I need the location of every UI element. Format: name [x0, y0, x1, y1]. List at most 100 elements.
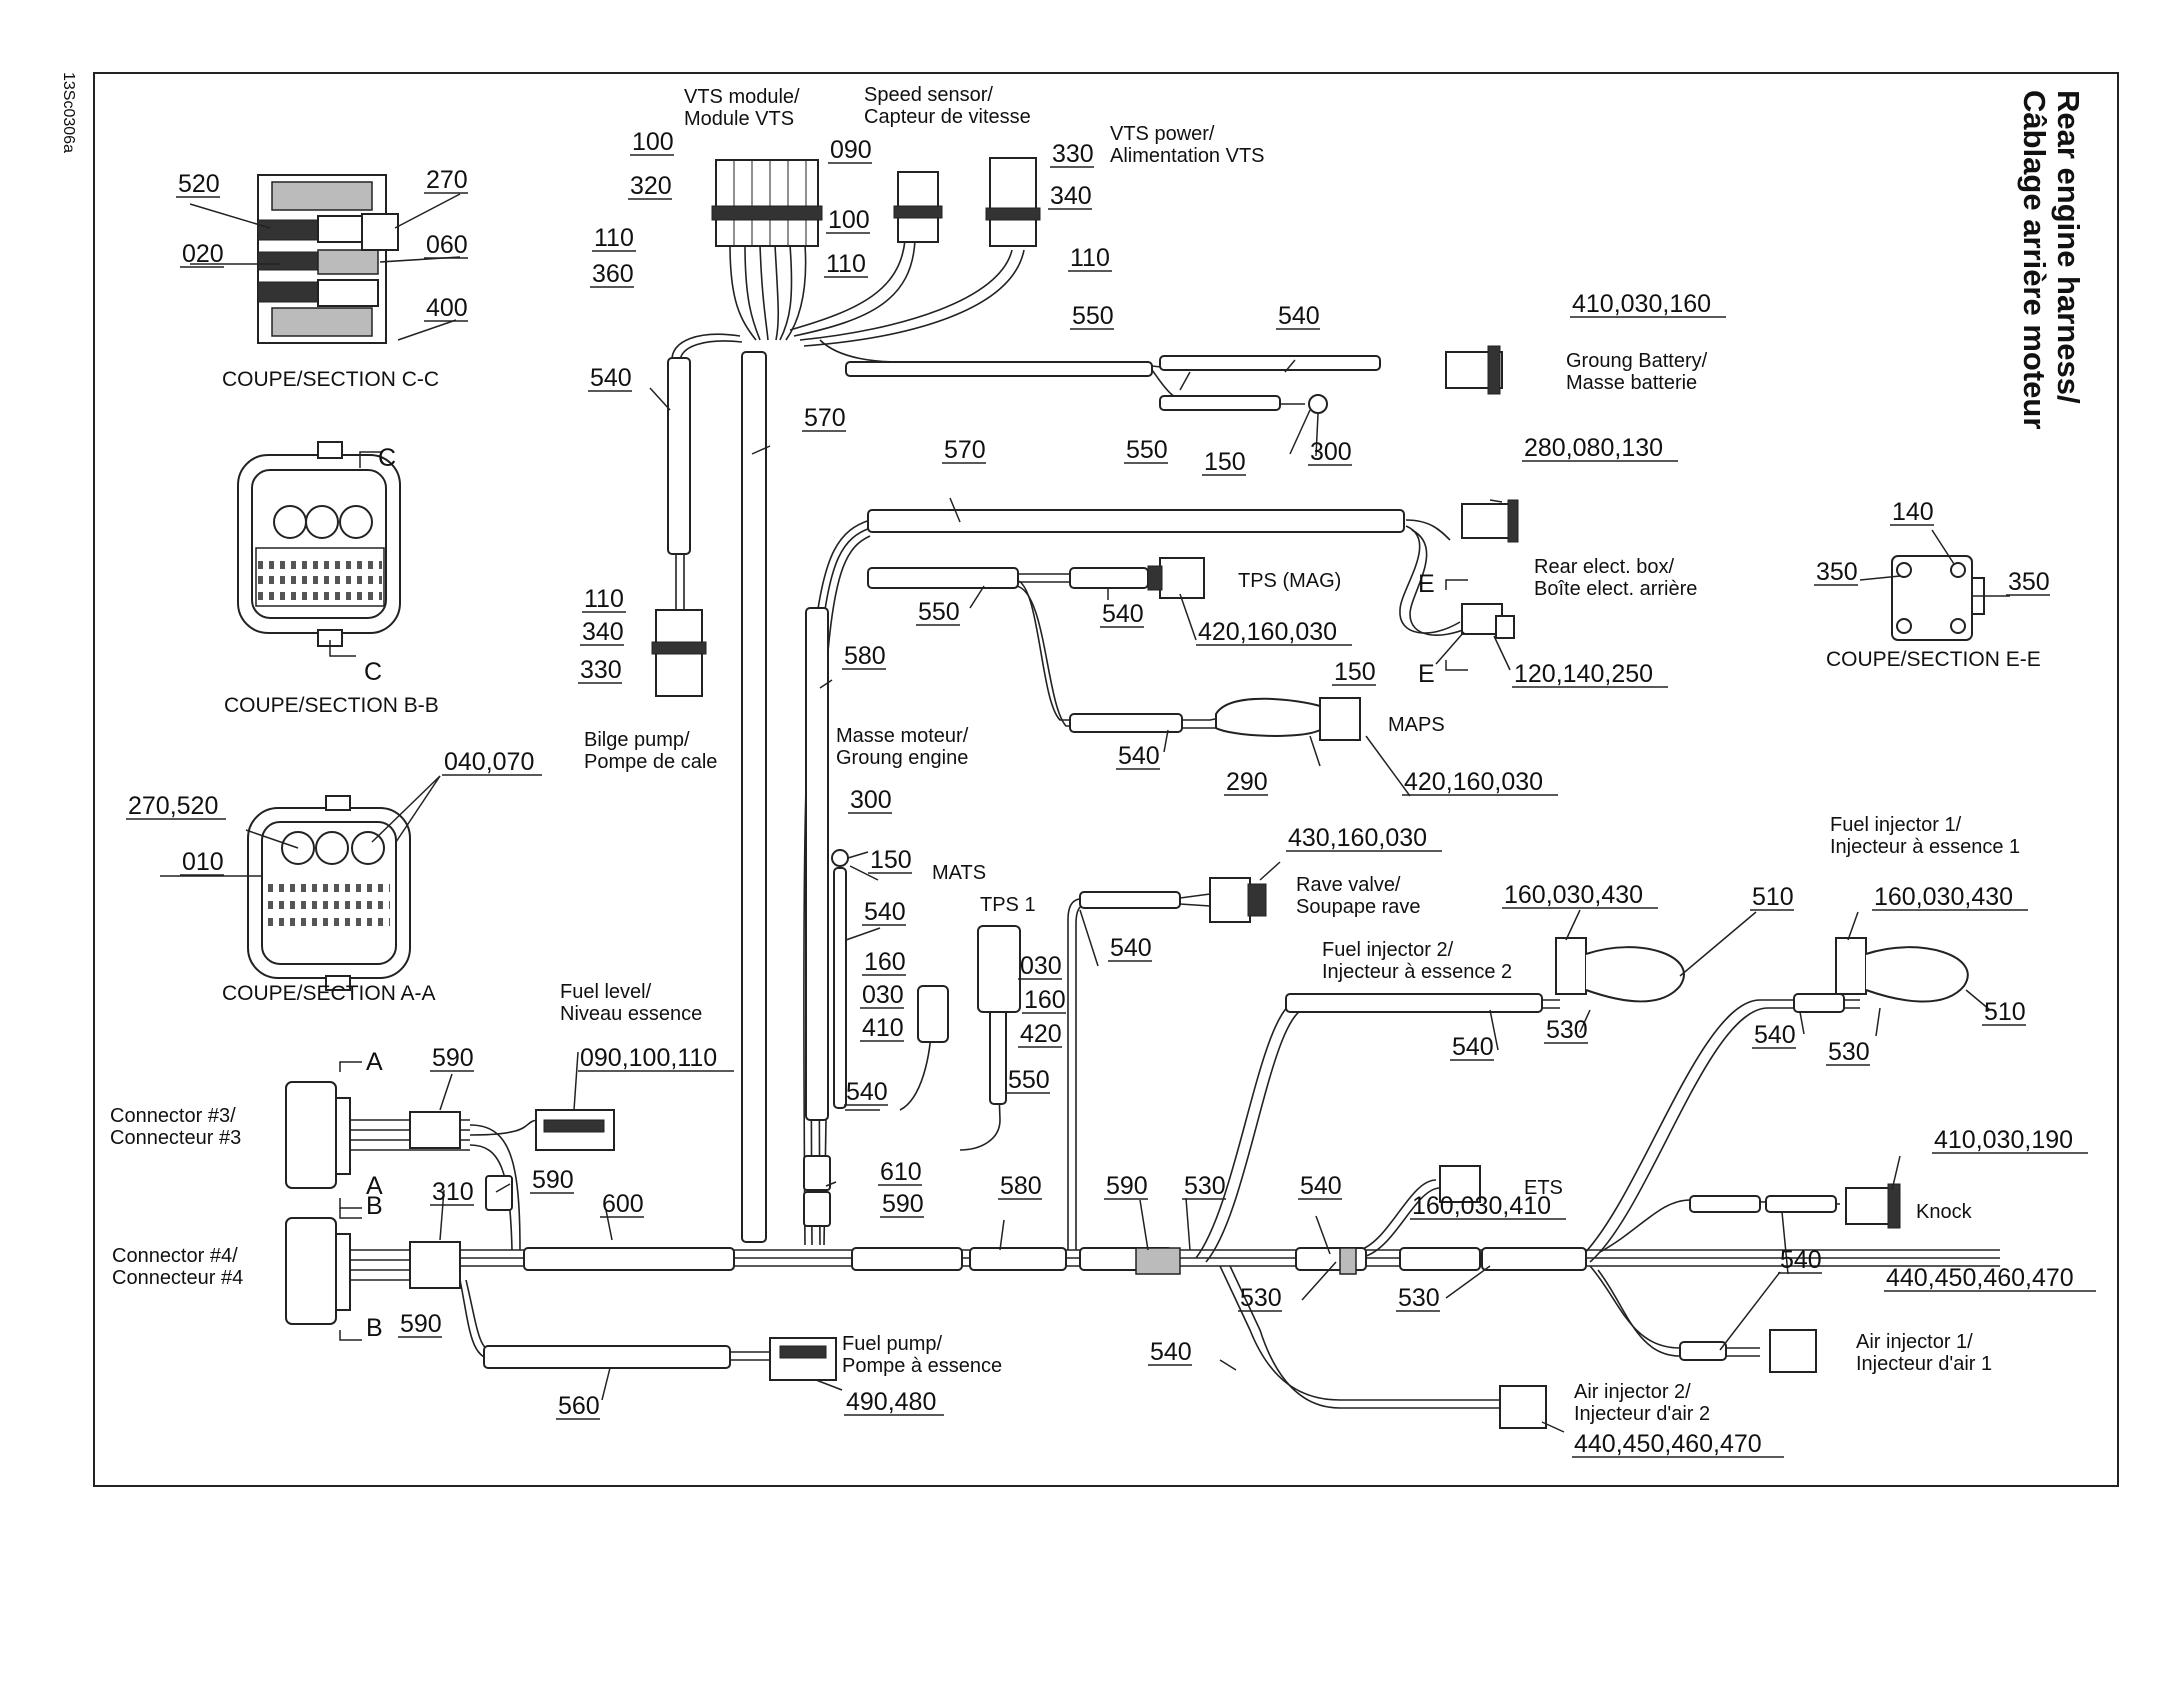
caption-ground-battery: Groung Battery/Masse batterie: [1566, 350, 1708, 394]
harness-wires: [346, 239, 2000, 1409]
section-e-drawing: [1859, 529, 2010, 641]
callout: 550: [1070, 302, 1114, 330]
callout: 150: [1332, 658, 1376, 686]
callout-label: 540: [1780, 1246, 1822, 1274]
callout: 490,480: [844, 1388, 944, 1416]
callout-label: 540: [1754, 1021, 1796, 1049]
callout: 150: [868, 846, 912, 874]
callout: 530: [1396, 1284, 1440, 1312]
air-injector-1-connector: [1769, 1329, 1817, 1373]
callout: 020: [180, 240, 224, 268]
callout: 540: [1276, 302, 1320, 330]
callout: A: [366, 1172, 383, 1200]
callout: 140: [1890, 498, 1934, 526]
callout-label: 590: [1106, 1172, 1148, 1200]
caption-connector-3: Connector #3/Connecteur #3: [110, 1105, 241, 1149]
caption-line: Niveau essence: [560, 1003, 702, 1025]
callout-label: B: [366, 1314, 383, 1342]
caption-line: Injecteur à essence 1: [1830, 836, 2020, 858]
callout: 410: [860, 1014, 904, 1042]
callout: 110: [592, 224, 636, 252]
callout: 330: [578, 656, 622, 684]
callout: 590: [398, 1310, 442, 1338]
caption-knock: Knock: [1916, 1201, 1973, 1223]
callout-label: 420: [1020, 1020, 1062, 1048]
callout: 540: [1778, 1246, 1822, 1274]
callout-label: 540: [590, 364, 632, 392]
callout: E: [1418, 570, 1435, 598]
maps-manifold: [1215, 697, 1321, 737]
callout: 510: [1982, 998, 2026, 1026]
caption-line: Groung engine: [836, 747, 968, 769]
rear-box-connector: [1461, 503, 1515, 539]
callout: 110: [1068, 244, 1112, 272]
callout: 090: [828, 136, 872, 164]
callout: 280,080,130: [1522, 434, 1678, 462]
callout: 540: [1108, 934, 1152, 962]
caption-line: Boîte elect. arrière: [1534, 578, 1697, 600]
title-line-2: Câblage arrière moteur: [2017, 90, 2052, 429]
callout-label: 120,140,250: [1514, 660, 1653, 688]
callout: 610: [878, 1158, 922, 1186]
caption-fuel-level: Fuel level/Niveau essence: [560, 981, 702, 1025]
vts-power-connector: [989, 157, 1037, 247]
callout-label: 540: [1118, 742, 1160, 770]
caption-line: Module VTS: [684, 108, 794, 130]
callout-label: 160: [1024, 986, 1066, 1014]
callout-label: 540: [864, 898, 906, 926]
callout: 540: [844, 1078, 888, 1106]
callout: C: [378, 444, 396, 472]
mats-connector: [917, 985, 949, 1043]
callout: E: [1418, 660, 1435, 688]
callout: 510: [1750, 883, 1794, 911]
callout: 420: [1018, 1020, 1062, 1048]
caption-line: Bilge pump/: [584, 729, 690, 751]
callout: 160,030,430: [1502, 881, 1658, 909]
caption-air-injector-1: Air injector 1/Injecteur d'air 1: [1856, 1331, 1992, 1375]
caption-line: Knock: [1916, 1201, 1973, 1223]
callout: 350: [1814, 558, 1858, 586]
caption-line: Soupape rave: [1296, 896, 1421, 918]
callout-label: 110: [594, 224, 634, 252]
callout-label: 320: [630, 172, 672, 200]
callout: 330: [1050, 140, 1094, 168]
callout: 600: [600, 1190, 644, 1218]
callout-label: 410,030,190: [1934, 1126, 2073, 1154]
leader-lines: [439, 359, 1991, 1433]
callout: 530: [1544, 1016, 1588, 1044]
callout-label: 020: [182, 240, 224, 268]
callout: 550: [916, 598, 960, 626]
callout: 560: [556, 1392, 600, 1420]
section-c-drawing: [189, 174, 461, 344]
callout: 340: [1048, 182, 1092, 210]
callout-label: 030: [862, 981, 904, 1009]
caption-line: Rave valve/: [1296, 874, 1401, 896]
callout-label: 440,450,460,470: [1886, 1264, 2074, 1292]
callout-label: 540: [846, 1078, 888, 1106]
callout: 300: [848, 786, 892, 814]
callout-label: 550: [918, 598, 960, 626]
callout-label: 160: [864, 948, 906, 976]
callout: 530: [1826, 1038, 1870, 1066]
callout-label: 060: [426, 231, 468, 259]
callout-label: 580: [1000, 1172, 1042, 1200]
caption-fuel-pump: Fuel pump/Pompe à essence: [842, 1333, 1002, 1377]
callout-label: 270,520: [128, 792, 218, 820]
callout: 320: [628, 172, 672, 200]
caption-line: Masse batterie: [1566, 372, 1697, 394]
callout: C: [364, 658, 382, 686]
callout: 530: [1238, 1284, 1282, 1312]
title-line-1: Rear engine harness/: [2051, 90, 2086, 404]
caption-line: MATS: [932, 862, 986, 884]
callout-label: A: [366, 1172, 383, 1200]
fuel-injector-2-connector: [1555, 937, 1587, 995]
callout: 400: [424, 294, 468, 322]
callout-label: 100: [828, 206, 870, 234]
caption-vts-module: VTS module/Module VTS: [684, 86, 800, 130]
callout-label: 340: [582, 618, 624, 646]
callout-label: B: [366, 1192, 383, 1220]
callout-label: 140: [1892, 498, 1934, 526]
callout: 540: [1100, 600, 1144, 628]
callout-label: 110: [826, 250, 866, 278]
callout-label: 530: [1240, 1284, 1282, 1312]
